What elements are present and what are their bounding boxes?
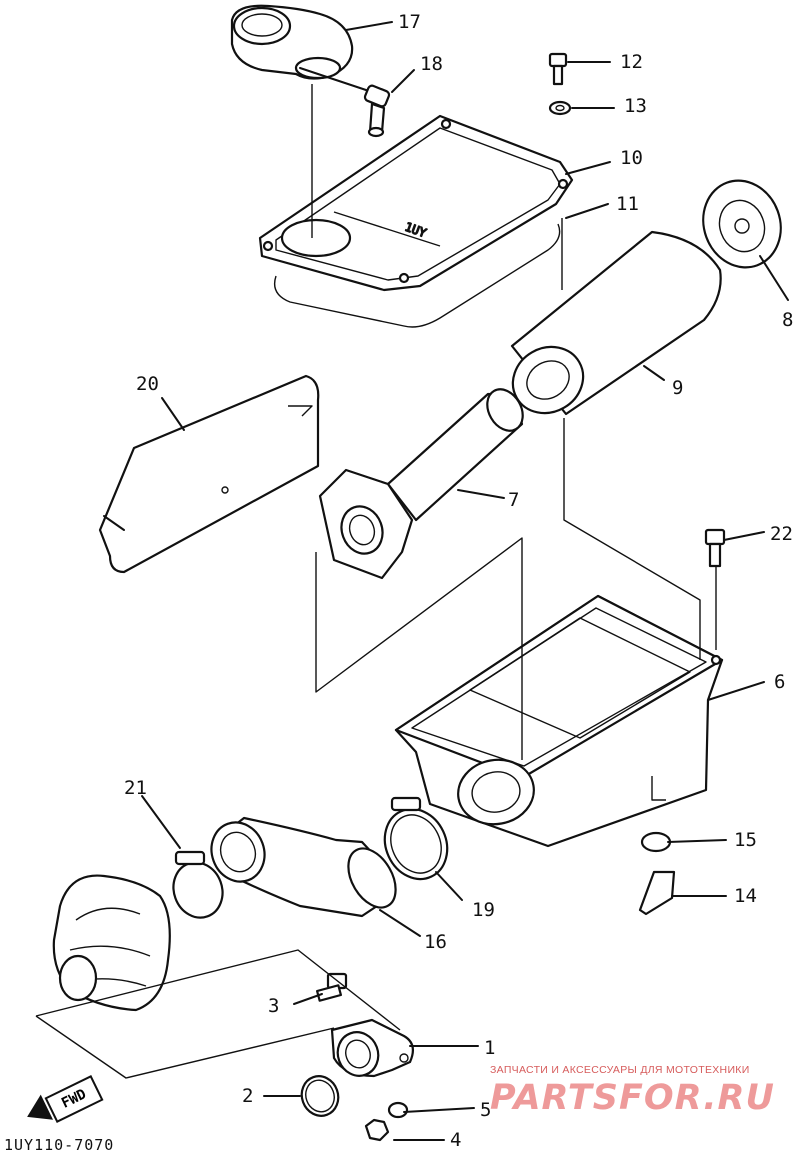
part-2-o-ring[interactable] (296, 1071, 344, 1121)
callout-6: 6 (774, 671, 785, 693)
part-16-joint-hose[interactable] (203, 815, 405, 918)
callout-2: 2 (242, 1085, 253, 1107)
callout-22: 22 (770, 523, 793, 545)
callout-1: 1 (484, 1037, 495, 1059)
part-12-bolt[interactable] (548, 52, 568, 86)
part-19-hose-clamp[interactable] (374, 796, 459, 889)
callout-9: 9 (672, 377, 683, 399)
part-14-drain-cap[interactable] (638, 870, 676, 916)
part-18-hose-elbow[interactable] (299, 67, 391, 138)
part-1-carb-joint[interactable] (330, 1018, 415, 1082)
part-7-intake-tube[interactable] (318, 383, 530, 580)
callout-4: 4 (450, 1129, 461, 1151)
callout-19: 19 (472, 899, 495, 921)
callout-16: 16 (424, 931, 447, 953)
callout-7: 7 (508, 489, 519, 511)
part-17-intake-elbow[interactable] (230, 4, 354, 80)
watermark-site: PARTSFOR.RU (490, 1078, 775, 1118)
callout-12: 12 (620, 51, 643, 73)
callout-10: 10 (620, 147, 643, 169)
part-6-air-box-case[interactable] (394, 594, 724, 848)
part-22-bolt[interactable] (704, 528, 726, 568)
callout-13: 13 (624, 95, 647, 117)
watermark-tagline: ЗАПЧАСТИ И АКСЕССУАРЫ ДЛЯ МОТОТЕХНИКИ (490, 1064, 750, 1076)
callout-5: 5 (480, 1099, 491, 1121)
callout-3: 3 (268, 995, 279, 1017)
part-4-nut[interactable] (364, 1118, 390, 1142)
callout-17: 17 (398, 11, 421, 33)
part-13-washer[interactable] (548, 100, 572, 116)
part-3-bolt[interactable] (315, 972, 348, 1002)
callout-21: 21 (124, 777, 147, 799)
part-15-clamp[interactable] (640, 831, 672, 853)
callout-11: 11 (616, 193, 639, 215)
callouts: 17 18 12 13 10 11 8 9 20 7 22 6 15 14 21… (124, 11, 793, 1151)
part-9-filter-element[interactable] (501, 230, 722, 426)
callout-8: 8 (782, 309, 793, 331)
part-11-cover-seal[interactable] (273, 223, 561, 328)
carburetor-outline (52, 874, 171, 1012)
leader-lines (141, 21, 789, 1141)
part-5-washer[interactable] (387, 1101, 409, 1119)
part-21-hose-clamp[interactable] (166, 850, 230, 925)
callout-20: 20 (136, 373, 159, 395)
diagram-code: 1UY110-7070 (4, 1136, 115, 1154)
part-8-element-cap[interactable] (691, 170, 793, 279)
callout-15: 15 (734, 829, 757, 851)
part-20-filter-plate[interactable] (98, 374, 320, 574)
assembly-lines (35, 84, 717, 1079)
callout-14: 14 (734, 885, 757, 907)
callout-18: 18 (420, 53, 443, 75)
part-10-air-box-cover[interactable] (258, 114, 574, 292)
